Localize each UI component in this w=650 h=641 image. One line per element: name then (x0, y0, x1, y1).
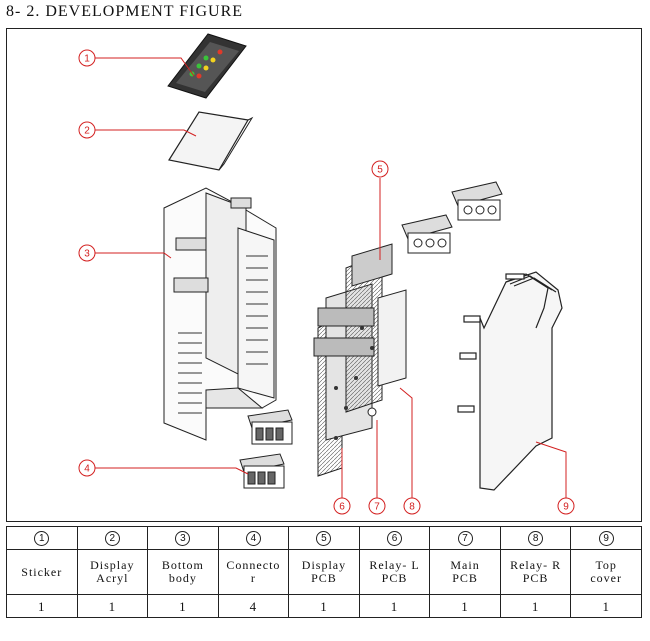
page-title: 8- 2. DEVELOPMENT FIGURE (6, 3, 244, 20)
part-number: 4 (245, 530, 261, 546)
led-red-icon (196, 73, 202, 79)
callout-8: 8 (403, 497, 421, 515)
svg-text:8: 8 (409, 502, 415, 513)
part-quantity: 1 (358, 594, 431, 618)
led-yellow-icon (210, 57, 216, 63)
part-quantity: 1 (429, 594, 501, 618)
pcb-assembly (313, 243, 407, 477)
led-green-icon (196, 63, 202, 69)
callout-leaders (94, 57, 567, 504)
callout-2: 2 (78, 121, 96, 139)
callout-9: 9 (557, 497, 575, 515)
part-quantity: 1 (6, 594, 78, 618)
table-row-quantities: 1 1 1 4 1 1 1 1 1 (6, 594, 642, 618)
part-number: 5 (316, 530, 332, 546)
svg-text:6: 6 (339, 502, 345, 513)
part-number: 1 (34, 530, 50, 546)
part-quantity: 1 (499, 594, 572, 618)
part-quantity: 1 (570, 594, 642, 618)
part-number: 9 (598, 530, 614, 546)
display-pcb (351, 243, 393, 287)
part-name: Sticker (6, 549, 78, 595)
callout-7: 7 (368, 497, 386, 515)
part-number: 3 (175, 530, 191, 546)
part-quantity: 1 (147, 594, 219, 618)
svg-text:5: 5 (377, 165, 383, 176)
svg-text:7: 7 (374, 502, 380, 513)
callout-1: 1 (78, 49, 96, 67)
svg-text:1: 1 (84, 54, 90, 65)
led-red-icon (217, 49, 223, 55)
led-yellow-icon (203, 65, 209, 71)
relay-r-pcb (377, 289, 407, 387)
exploded-view-figure: 1 2 3 4 5 6 7 8 9 (78, 33, 575, 515)
callout-4: 4 (78, 459, 96, 477)
part-quantity: 4 (217, 594, 290, 618)
svg-text:4: 4 (84, 464, 90, 475)
top-cover-part (457, 271, 563, 491)
part-quantity: 1 (76, 594, 149, 618)
svg-text:3: 3 (84, 249, 90, 260)
callout-5: 5 (371, 160, 389, 178)
part-number: 6 (387, 530, 402, 546)
sticker-part (167, 33, 247, 99)
part-number: 8 (528, 530, 544, 546)
callout-3: 3 (78, 244, 96, 262)
table-row-numbers: 1 2 3 4 5 6 7 8 9 (6, 526, 642, 550)
led-green-icon (203, 55, 209, 61)
part-number: 7 (457, 530, 473, 546)
svg-text:2: 2 (84, 126, 90, 137)
bottom-body-part (163, 187, 277, 441)
display-acryl-part (168, 111, 254, 171)
part-number: 2 (104, 530, 120, 546)
figure-frame (6, 28, 642, 522)
callout-circles: 1 2 3 4 5 6 7 8 9 (78, 49, 575, 515)
connector-part (239, 181, 503, 489)
svg-text:9: 9 (563, 502, 569, 513)
part-quantity: 1 (288, 594, 360, 618)
callout-6: 6 (333, 497, 351, 515)
